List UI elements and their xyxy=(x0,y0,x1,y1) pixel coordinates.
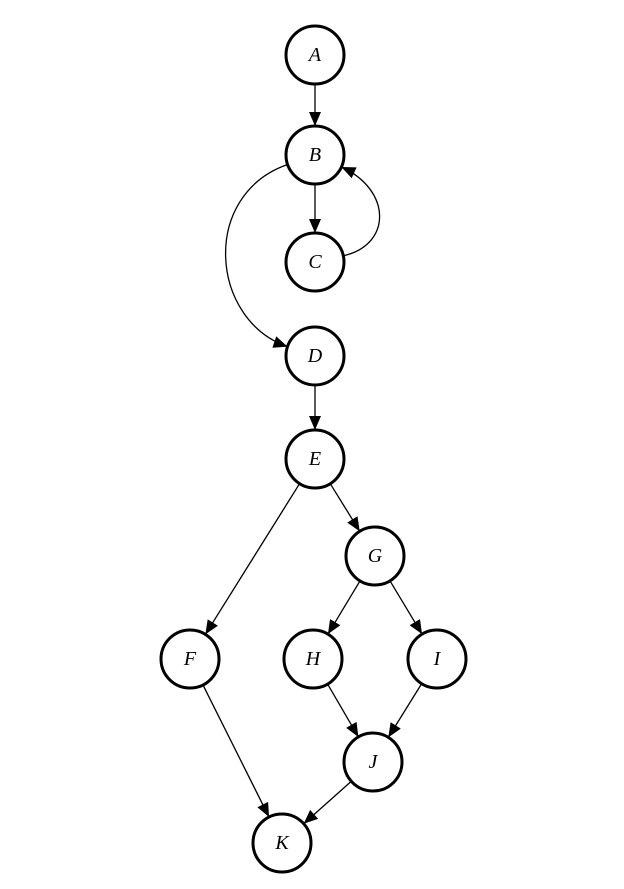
edge-c-to-b xyxy=(341,166,381,257)
node-a-circle xyxy=(284,24,346,86)
edge-e-to-g-arrowhead xyxy=(347,516,360,532)
edges-layer xyxy=(202,84,423,825)
node-d-circle xyxy=(284,325,346,387)
node-c-label: C xyxy=(308,251,322,273)
node-e-circle xyxy=(284,428,346,490)
edge-b-to-d-arrowhead xyxy=(272,336,288,348)
node-e-label: E xyxy=(308,448,321,470)
node-k-circle xyxy=(251,812,313,874)
node-g-circle xyxy=(344,525,406,587)
nodes-layer: A B C D E G F H xyxy=(159,24,468,874)
edge-c-to-b-arrowhead xyxy=(341,167,357,179)
node-d: D xyxy=(284,325,346,387)
node-h-circle xyxy=(282,628,344,690)
edge-g-to-h-arrowhead xyxy=(327,619,341,635)
edge-i-to-j-arrowhead xyxy=(388,722,401,738)
edge-b-to-c-arrowhead xyxy=(309,219,321,233)
node-h: H xyxy=(282,628,344,690)
node-f-circle xyxy=(159,628,221,690)
node-b-label: B xyxy=(309,144,321,166)
edge-e-to-f-arrowhead xyxy=(205,619,218,635)
node-i-circle xyxy=(406,628,468,690)
node-j-label: J xyxy=(369,751,379,773)
node-f-label: F xyxy=(183,648,197,670)
edge-a-to-b-arrowhead xyxy=(309,112,321,126)
edge-f-to-k-arrowhead xyxy=(257,801,270,818)
node-c-circle xyxy=(284,231,346,293)
node-j: J xyxy=(342,731,404,793)
edge-d-to-e-arrowhead xyxy=(309,416,321,430)
node-i: I xyxy=(406,628,468,690)
node-d-label: D xyxy=(307,345,323,367)
node-k-label: K xyxy=(274,832,290,854)
node-k: K xyxy=(251,812,313,874)
node-h-label: H xyxy=(305,648,322,670)
node-b: B xyxy=(284,124,346,186)
node-a: A xyxy=(284,24,346,86)
node-e: E xyxy=(284,428,346,490)
node-g-label: G xyxy=(368,545,383,567)
edge-f-to-k xyxy=(202,684,270,818)
node-g: G xyxy=(344,525,406,587)
edge-h-to-j-arrowhead xyxy=(346,721,359,737)
node-i-label: I xyxy=(433,648,442,670)
edge-j-to-k-arrowhead xyxy=(303,809,319,824)
node-c: C xyxy=(284,231,346,293)
node-j-circle xyxy=(342,731,404,793)
node-f: F xyxy=(159,628,221,690)
edge-e-to-f xyxy=(204,483,301,635)
edge-g-to-i-arrowhead xyxy=(409,619,423,635)
edge-b-to-d xyxy=(224,163,288,348)
node-a-label: A xyxy=(307,44,322,66)
node-b-circle xyxy=(284,124,346,186)
